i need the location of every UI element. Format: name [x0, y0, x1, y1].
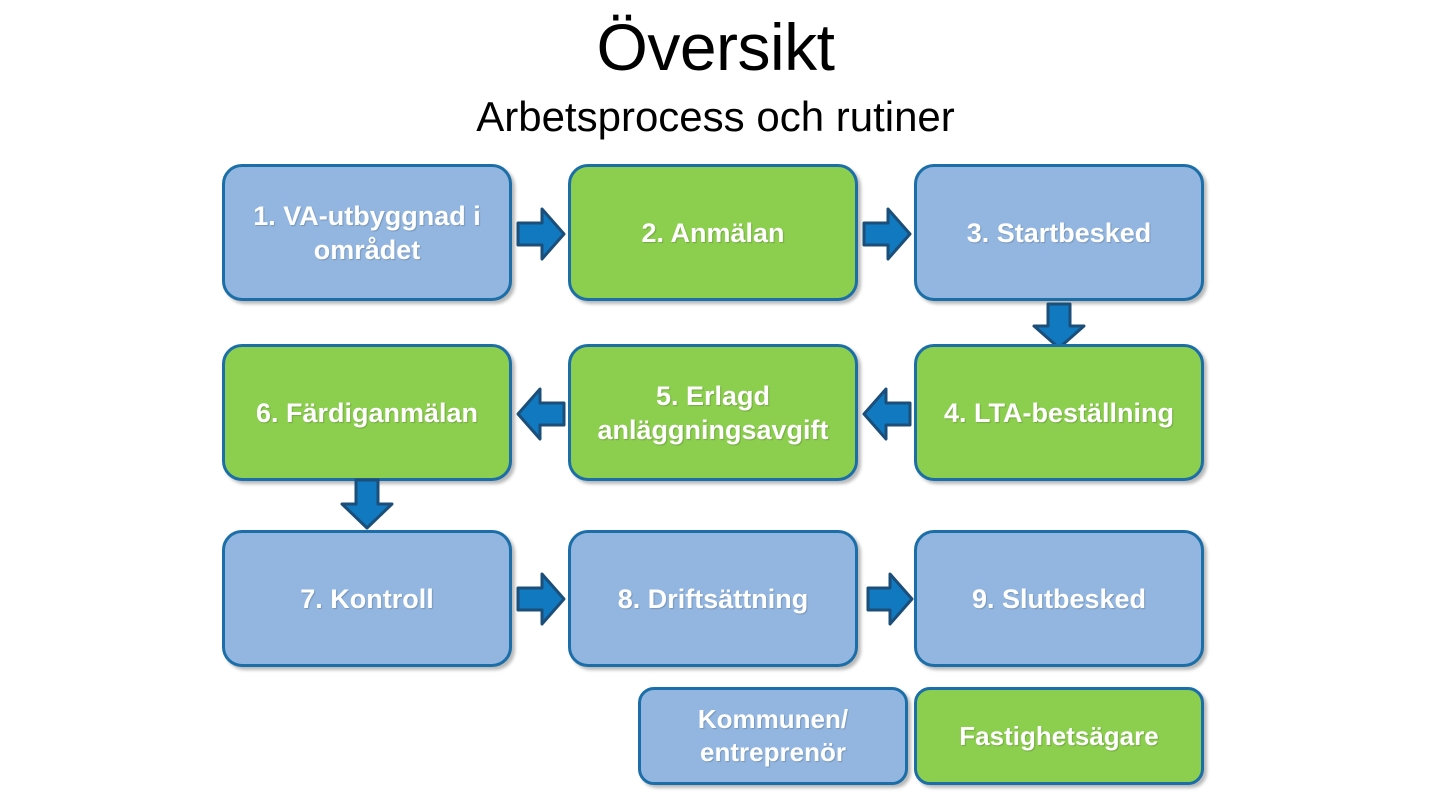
arrow-step-6-to-step-7 — [338, 478, 396, 530]
flow-node-step-5[interactable]: 5. Erlagd anläggningsavgift — [568, 344, 858, 481]
flow-node-step-6-line1: 6. Färdiganmälan — [255, 397, 479, 428]
legend-item-kommunen[interactable]: Kommunen/ entreprenör — [638, 687, 908, 785]
flow-node-step-1[interactable]: 1. VA-utbyggnad i området — [222, 164, 512, 301]
flow-node-step-5-line1: 5. Erlagd — [655, 380, 771, 411]
flow-node-step-3-line1: 3. Startbesked — [966, 217, 1152, 248]
legend-item-kommunen-line1: Kommunen/ — [697, 704, 849, 734]
legend-item-fastighetsagare-line1: Fastighetsägare — [959, 720, 1159, 751]
flow-node-step-6[interactable]: 6. Färdiganmälan — [222, 344, 512, 481]
arrow-step-5-to-step-6 — [516, 385, 566, 443]
arrow-step-4-to-step-5 — [862, 385, 912, 443]
flow-node-step-2-line1: 2. Anmälan — [641, 217, 785, 248]
arrow-step-2-to-step-3 — [862, 205, 912, 263]
arrow-step-3-to-step-4 — [1030, 302, 1088, 350]
flow-node-step-2[interactable]: 2. Anmälan — [568, 164, 858, 301]
flow-node-step-4[interactable]: 4. LTA-beställning — [914, 344, 1204, 481]
arrow-step-7-to-step-8 — [516, 570, 566, 628]
flow-node-step-9[interactable]: 9. Slutbesked — [914, 530, 1204, 667]
flow-node-step-1-line1: 1. VA-utbyggnad i — [253, 200, 481, 231]
legend-item-fastighetsagare[interactable]: Fastighetsägare — [914, 687, 1204, 785]
flow-node-step-1-line2: området — [313, 234, 421, 265]
flow-node-step-7-line1: 7. Kontroll — [300, 583, 434, 614]
flow-node-step-5-line2: anläggningsavgift — [597, 414, 829, 445]
flow-node-step-3[interactable]: 3. Startbesked — [914, 164, 1204, 301]
flow-node-step-8[interactable]: 8. Driftsättning — [568, 530, 858, 667]
flow-node-step-8-line1: 8. Driftsättning — [617, 583, 809, 614]
flow-node-step-7[interactable]: 7. Kontroll — [222, 530, 512, 667]
flow-node-step-4-line1: 4. LTA-beställning — [943, 397, 1174, 428]
flow-node-step-9-line1: 9. Slutbesked — [971, 583, 1147, 614]
arrow-step-8-to-step-9 — [866, 570, 914, 628]
page-subtitle: Arbetsprocess och rutiner — [476, 93, 955, 140]
page-title: Översikt — [596, 10, 835, 84]
arrow-step-1-to-step-2 — [516, 205, 566, 263]
legend-item-kommunen-line2: entreprenör — [700, 737, 846, 767]
